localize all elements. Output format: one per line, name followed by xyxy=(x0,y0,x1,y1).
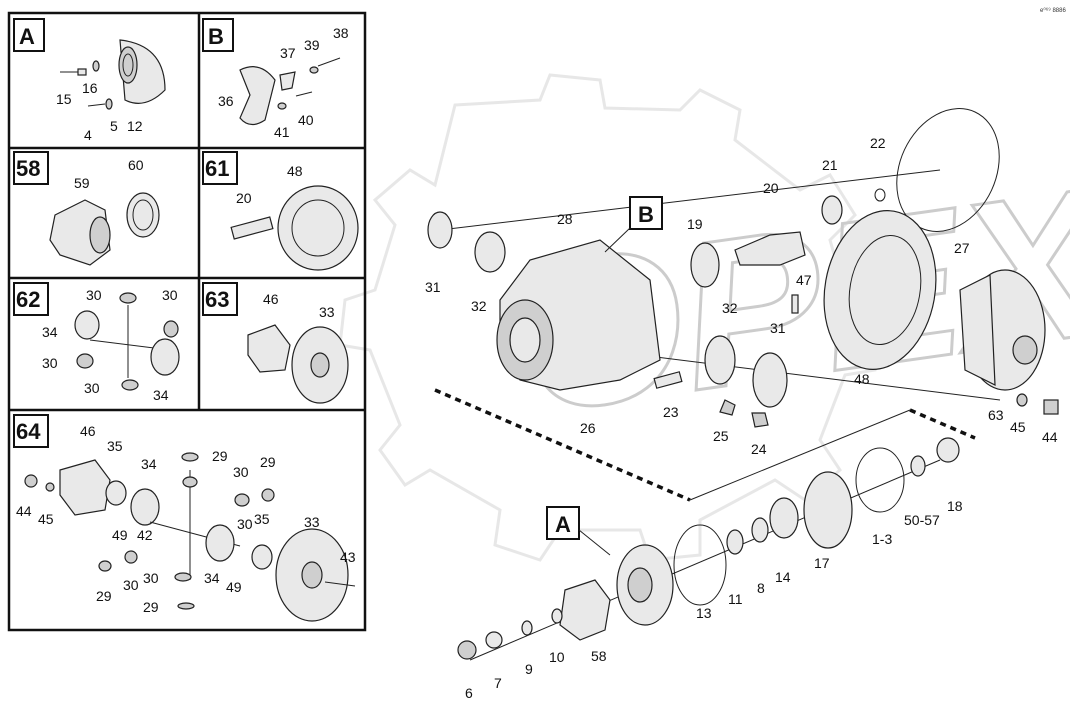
label-64-29b: 29 xyxy=(260,454,276,470)
label-8: 8 xyxy=(757,580,765,596)
label-30-c: 30 xyxy=(42,355,58,371)
label-64-42: 42 xyxy=(137,527,153,543)
label-48: 48 xyxy=(287,163,303,179)
label-36: 36 xyxy=(218,93,234,109)
label-26: 26 xyxy=(580,420,596,436)
label-27: 27 xyxy=(954,240,970,256)
label-16: 16 xyxy=(82,80,98,96)
inset-box-a: A 15 16 4 5 12 xyxy=(13,18,166,143)
label-32-b: 32 xyxy=(722,300,738,316)
label-58: 58 xyxy=(591,648,607,664)
label-25: 25 xyxy=(713,428,729,444)
label-39: 39 xyxy=(304,37,320,53)
label-40: 40 xyxy=(298,112,314,128)
label-10: 10 xyxy=(549,649,565,665)
label-64-29a: 29 xyxy=(212,448,228,464)
label-48: 48 xyxy=(854,371,870,387)
label-64-46: 46 xyxy=(80,423,96,439)
box-letter-a: A xyxy=(19,24,35,49)
label-21: 21 xyxy=(822,157,838,173)
inset-box-b: B 38 37 39 36 41 40 xyxy=(202,18,349,140)
label-64-49b: 49 xyxy=(226,579,242,595)
label-47: 47 xyxy=(796,272,812,288)
label-33: 33 xyxy=(319,304,335,320)
box-letter-64: 64 xyxy=(16,419,41,444)
label-4: 4 xyxy=(84,127,92,143)
label-64-49a: 49 xyxy=(112,527,128,543)
label-28: 28 xyxy=(557,211,573,227)
label-64-30c: 30 xyxy=(123,577,139,593)
label-31-b: 31 xyxy=(770,320,786,336)
label-32-a: 32 xyxy=(471,298,487,314)
label-44: 44 xyxy=(1042,429,1058,445)
inset-box-63: 63 46 33 xyxy=(202,282,349,404)
label-31-a: 31 xyxy=(425,279,441,295)
label-11: 11 xyxy=(728,591,743,607)
corner-code: e⁰⁶⁹ 8886 xyxy=(1040,7,1066,14)
label-19: 19 xyxy=(687,216,703,232)
label-64-30b: 30 xyxy=(237,516,253,532)
watermark-gear-icon xyxy=(338,73,882,562)
label-34-b: 34 xyxy=(153,387,169,403)
label-20: 20 xyxy=(763,180,779,196)
label-64-45: 45 xyxy=(38,511,54,527)
box-letter-61: 61 xyxy=(205,156,229,181)
label-30-a: 30 xyxy=(86,287,102,303)
label-64-35b: 35 xyxy=(254,511,270,527)
inset-box-64: 64 46 35 29 44 45 34 30 29 49 42 30 35 3… xyxy=(13,414,356,622)
label-34-a: 34 xyxy=(42,324,58,340)
label-37: 37 xyxy=(280,45,296,61)
inset-grid xyxy=(7,11,367,632)
label-64-34a: 34 xyxy=(141,456,157,472)
label-13: 13 xyxy=(696,605,712,621)
label-38: 38 xyxy=(333,25,349,41)
box-letter-62: 62 xyxy=(16,287,40,312)
inset-box-61: 61 48 20 xyxy=(202,151,359,271)
label-60: 60 xyxy=(128,157,144,173)
label-64-29c: 29 xyxy=(96,588,112,604)
main-exploded-view: B A 22 21 20 27 28 19 31 32 47 32 31 48 … xyxy=(425,108,1059,701)
label-45: 45 xyxy=(1010,419,1026,435)
label-63: 63 xyxy=(988,407,1004,423)
label-50-57: 50-57 xyxy=(904,512,940,528)
label-46: 46 xyxy=(263,291,279,307)
label-64-33: 33 xyxy=(304,514,320,530)
box-letter-b: B xyxy=(208,24,224,49)
label-64-44: 44 xyxy=(16,503,32,519)
label-64-35a: 35 xyxy=(107,438,123,454)
box-letter-63: 63 xyxy=(205,287,229,312)
label-64-29d: 29 xyxy=(143,599,159,615)
label-9: 9 xyxy=(525,661,533,677)
label-1-3: 1-3 xyxy=(872,531,892,547)
label-41: 41 xyxy=(274,124,290,140)
inset-box-58: 58 60 59 xyxy=(13,151,160,266)
label-64-30a: 30 xyxy=(233,464,249,480)
inset-box-62: 62 30 30 34 30 30 34 xyxy=(13,282,180,403)
label-12: 12 xyxy=(127,118,143,134)
label-64-34b: 34 xyxy=(204,570,220,586)
label-64-30d: 30 xyxy=(143,570,159,586)
label-59: 59 xyxy=(74,175,90,191)
label-5: 5 xyxy=(110,118,118,134)
label-6: 6 xyxy=(465,685,473,701)
label-24: 24 xyxy=(751,441,767,457)
label-30-b: 30 xyxy=(162,287,178,303)
label-23: 23 xyxy=(663,404,679,420)
callout-a: A xyxy=(555,512,571,537)
label-17: 17 xyxy=(814,555,830,571)
label-7: 7 xyxy=(494,675,502,691)
label-20: 20 xyxy=(236,190,252,206)
callout-b: B xyxy=(638,202,654,227)
label-64-43: 43 xyxy=(340,549,356,565)
label-18: 18 xyxy=(947,498,963,514)
label-14: 14 xyxy=(775,569,791,585)
label-22: 22 xyxy=(870,135,886,151)
label-15: 15 xyxy=(56,91,72,107)
label-30-d: 30 xyxy=(84,380,100,396)
box-letter-58: 58 xyxy=(16,156,40,181)
